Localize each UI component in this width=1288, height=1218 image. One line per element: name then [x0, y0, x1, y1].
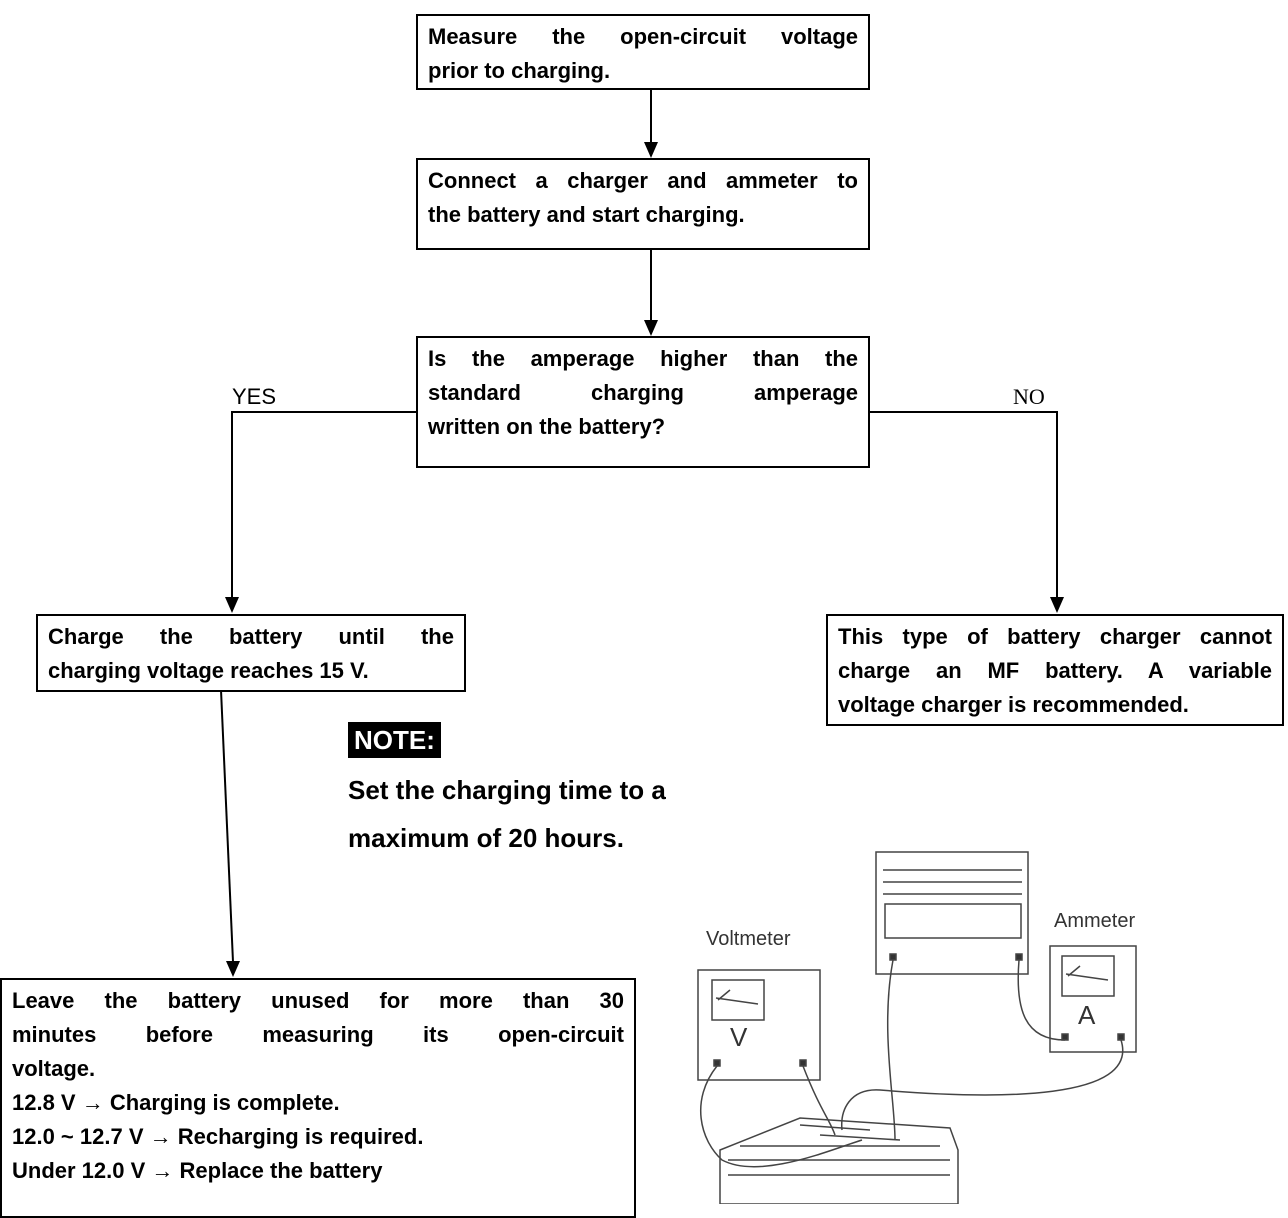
- ammeter-label: Ammeter: [1054, 910, 1136, 932]
- step-charger-incompatible: This type of battery charger cannot char…: [826, 614, 1284, 726]
- text-line: Under 12.0 V → Replace the battery: [12, 1158, 383, 1183]
- decision-amperage: Is the amperage higher than the standard…: [416, 336, 870, 468]
- text-line: minutes before measuring its open-circui…: [12, 1022, 624, 1047]
- charger-unit: [875, 851, 1029, 975]
- text-line: standard charging amperage: [428, 380, 858, 405]
- note-line: Set the charging time to a: [348, 775, 666, 805]
- arrow-no-branch: [869, 411, 1058, 598]
- text-line: prior to charging.: [428, 58, 611, 83]
- text-line: Measure the open-circuit voltage: [428, 24, 858, 49]
- text-line: voltage.: [12, 1056, 96, 1081]
- yes-label: YES: [232, 384, 277, 409]
- text-line: Is the amperage higher than the: [428, 346, 858, 371]
- arrow-yes-branch: [231, 411, 416, 598]
- step-measure-ocv: Measure the open-circuit voltage prior t…: [416, 14, 870, 90]
- charger-display: [884, 903, 1022, 939]
- text-line: written on the battery?: [428, 414, 666, 439]
- voltmeter-label: Voltmeter: [706, 928, 791, 950]
- text-line: the battery and start charging.: [428, 202, 745, 227]
- step-connect-charger: Connect a charger and ammeter to the bat…: [416, 158, 870, 250]
- text-line: Connect a charger and ammeter to: [428, 168, 858, 193]
- battery-body: [719, 1117, 959, 1204]
- step-rest-and-measure: Leave the battery unused for more than 3…: [0, 978, 636, 1218]
- note-tag: NOTE:: [348, 722, 441, 758]
- text-line: voltage charger is recommended.: [838, 692, 1189, 717]
- arrowhead: [644, 142, 658, 158]
- voltmeter-symbol: V: [730, 1022, 748, 1052]
- note-text: Set the charging time to a maximum of 20…: [348, 766, 768, 862]
- charging-setup-illustration: [697, 851, 1137, 1204]
- text-line: 12.8 V → Charging is complete.: [12, 1090, 340, 1115]
- text-line: This type of battery charger cannot: [838, 624, 1272, 649]
- text-line: charge an MF battery. A variable: [838, 658, 1272, 683]
- text-line: Leave the battery unused for more than 3…: [12, 988, 624, 1013]
- step-charge-to-15v: Charge the battery until the charging vo…: [36, 614, 466, 692]
- arrow-yes-final: [220, 689, 234, 963]
- text-line: Charge the battery until the: [48, 624, 454, 649]
- arrowhead: [225, 597, 239, 613]
- arrowhead: [1050, 597, 1064, 613]
- arrowhead: [644, 320, 658, 336]
- arrowhead: [226, 961, 240, 977]
- ammeter-symbol: A: [1078, 1000, 1096, 1030]
- text-line: charging voltage reaches 15 V.: [48, 658, 369, 683]
- note-line: maximum of 20 hours.: [348, 823, 624, 853]
- text-line: 12.0 ~ 12.7 V → Recharging is required.: [12, 1124, 424, 1149]
- no-label: NO: [1013, 384, 1045, 409]
